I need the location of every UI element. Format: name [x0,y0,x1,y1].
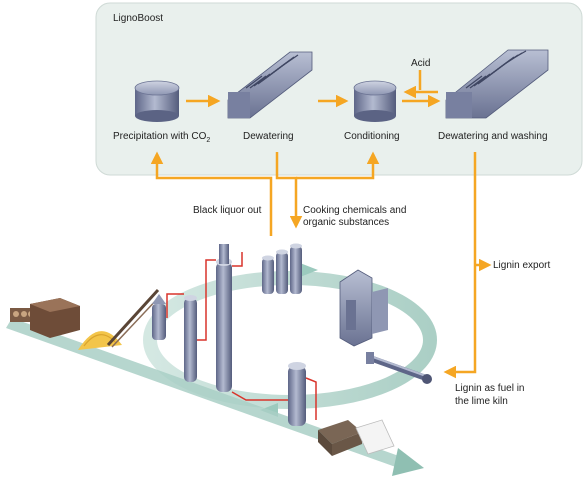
pulp-machine-icon [318,419,395,456]
lignin-export-label: Lignin export [493,260,550,271]
chipper-icon [30,298,80,338]
lignin-export-line [443,152,477,379]
cooking-chemicals-label: Cooking chemicals and organic substances [303,205,409,228]
digester-tall-icon [216,244,232,392]
black-liquor-line [150,151,273,236]
evaporator-cylinders-icon [262,243,302,294]
step-label-dewatering: Dewatering [243,131,294,142]
dewatering-filter-press-icon [227,51,313,119]
bleaching-tower-icon [288,362,306,426]
panel-background [95,2,583,176]
main-process-flow-arrow [6,318,424,476]
black-liquor-label: Black liquor out [193,205,262,216]
precipitation-tank-icon [134,80,180,122]
step-label-conditioning: Conditioning [344,131,400,142]
panel-flow-lines [150,151,492,379]
acid-label: Acid [411,58,430,69]
recovery-boiler-icon [339,269,388,347]
lime-kiln-icon [366,352,432,384]
step-label-precipitation: Precipitation with CO2 [113,131,210,144]
step-flow-arrows [186,70,441,108]
lignoboost-panel: LignoBoost [95,2,583,176]
chip-conveyor-icon [106,288,161,348]
panel-title: LignoBoost [113,13,163,24]
impregnation-vessel-icon [152,294,166,340]
step-label-dewatering-washing: Dewatering and washing [438,131,548,142]
washing-filter-press-icon [445,49,549,119]
digester-secondary-icon [184,295,197,382]
wood-chip-pile-icon [78,331,122,350]
cooking-chemicals-line [275,152,303,229]
lignin-fuel-label: Lignin as fuel in the lime kiln [455,383,527,407]
cycle-arrow-top [300,263,318,277]
conditioning-tank-icon [353,80,397,122]
return-to-conditioning-line [296,151,380,180]
